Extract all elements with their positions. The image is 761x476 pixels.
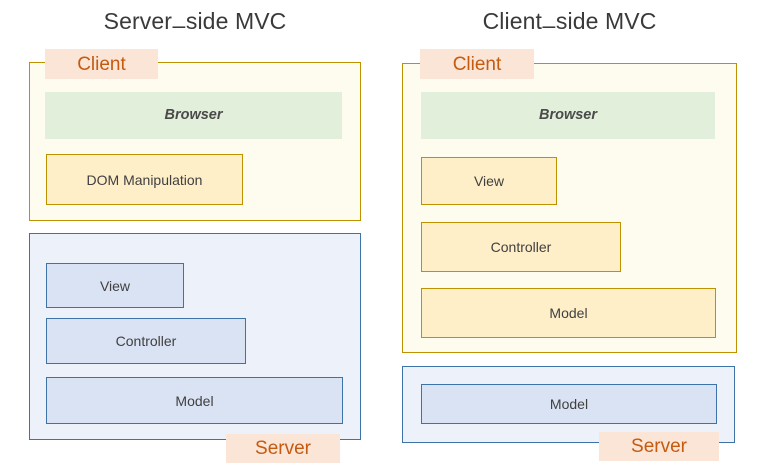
left-server-tag-label: Server	[255, 438, 311, 459]
right-server-tag-label: Server	[631, 436, 687, 457]
right-client-box-view[interactable]: View	[421, 157, 557, 205]
right-client-tag[interactable]: Client	[420, 49, 534, 79]
left-title-dash: –	[172, 12, 186, 39]
right-client-box-controller[interactable]: Controller	[421, 222, 621, 272]
right-title-suffix: side MVC	[555, 8, 657, 34]
left-server-tag[interactable]: Server	[226, 434, 340, 463]
left-title-suffix: side MVC	[185, 8, 287, 34]
right-client-box-browser-label: Browser	[538, 107, 598, 124]
right-server-tag[interactable]: Server	[599, 432, 719, 461]
left-server-box-controller[interactable]: Controller	[46, 318, 246, 364]
right-title-prefix: Client	[482, 8, 542, 34]
right-client-tag-label: Client	[452, 53, 502, 75]
left-client-box-dom-manipulation-label: DOM Manipulation	[86, 171, 203, 188]
right-title-dash: –	[542, 12, 556, 39]
left-server-box-controller-label: Controller	[115, 333, 177, 349]
left-client-tag[interactable]: Client	[45, 49, 158, 79]
left-client-box-browser[interactable]: Browser	[45, 92, 342, 139]
left-client-box-browser-label: Browser	[164, 107, 223, 124]
right-client-box-controller-label: Controller	[490, 239, 552, 255]
left-server-box-view-label: View	[99, 277, 131, 294]
right-diagram-title: Client–side MVC	[402, 10, 737, 37]
right-client-box-model[interactable]: Model	[421, 288, 716, 338]
left-server-box-view[interactable]: View	[46, 263, 184, 308]
left-server-box-model-label: Model	[175, 392, 214, 409]
right-client-box-browser[interactable]: Browser	[421, 92, 715, 139]
left-client-box-dom-manipulation[interactable]: DOM Manipulation	[46, 154, 243, 205]
left-client-tag-label: Client	[77, 53, 126, 75]
left-server-box-model[interactable]: Model	[46, 377, 343, 424]
right-server-box-model-label: Model	[549, 396, 589, 412]
left-title-prefix: Server	[103, 8, 172, 34]
right-client-box-view-label: View	[473, 173, 505, 189]
right-client-box-model-label: Model	[549, 305, 588, 321]
right-server-box-model[interactable]: Model	[421, 384, 717, 424]
left-diagram-title: Server–side MVC	[29, 10, 361, 37]
